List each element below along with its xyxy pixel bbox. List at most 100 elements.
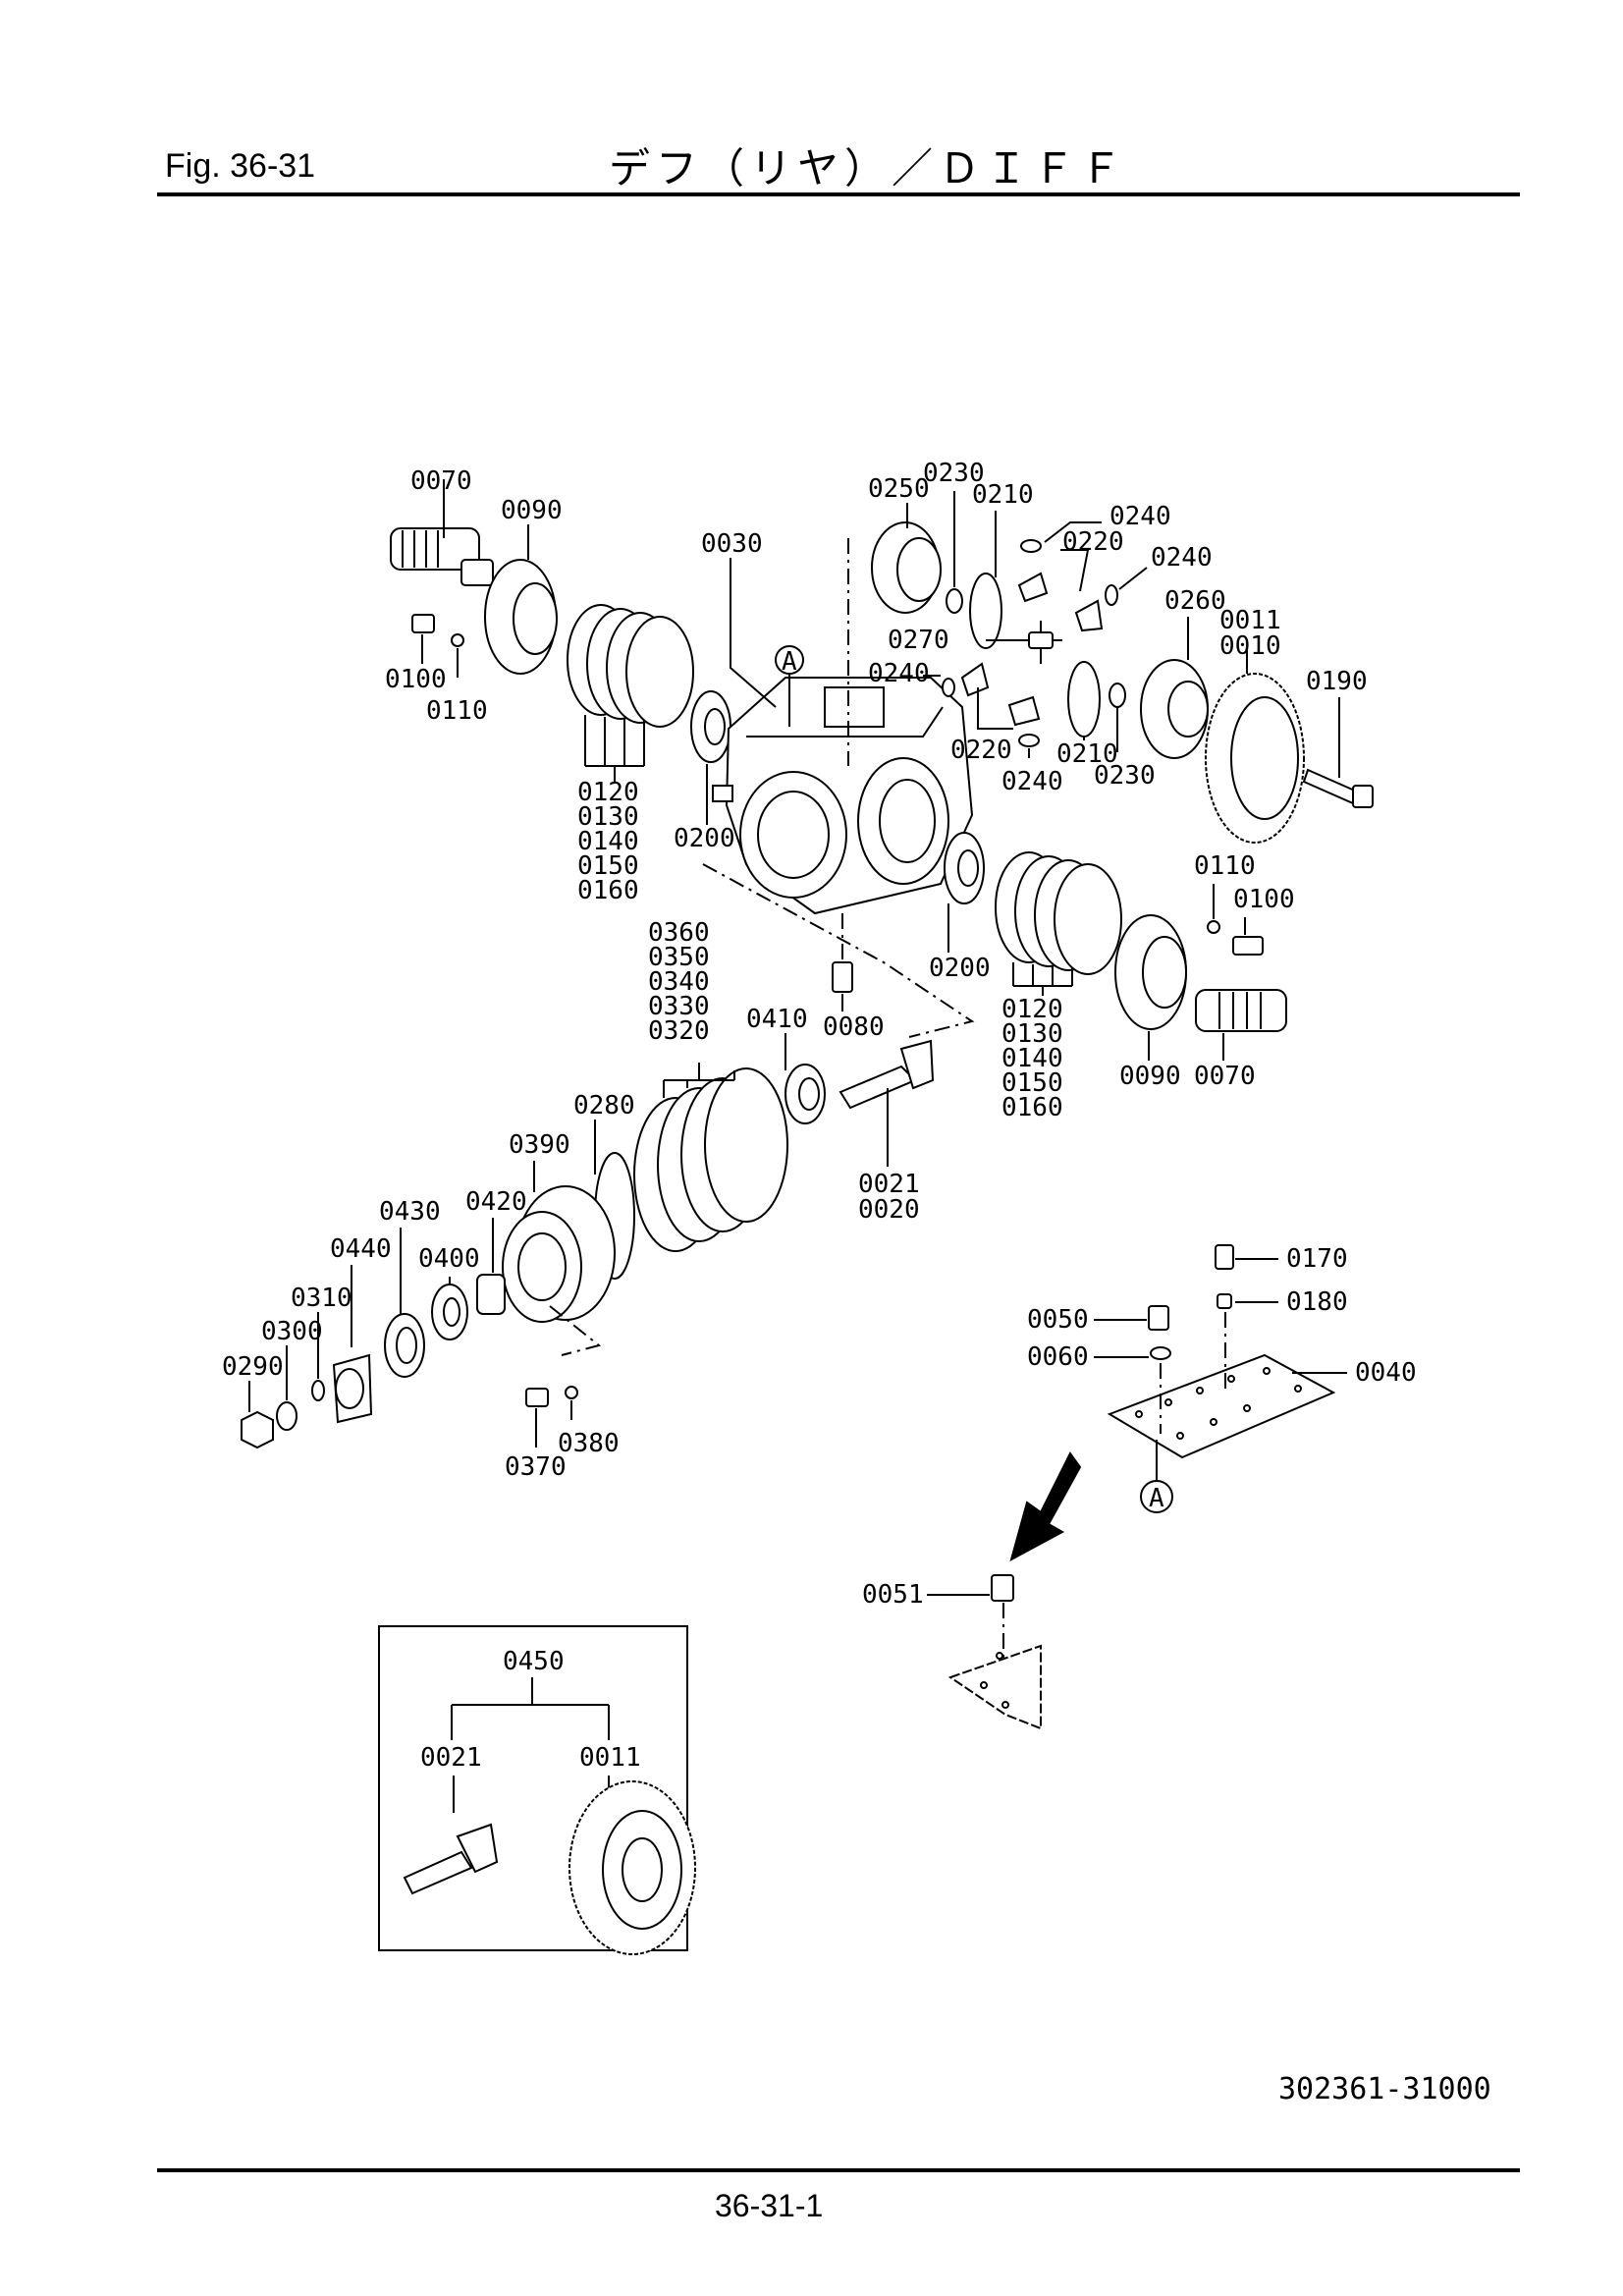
callout-0380: 0380 bbox=[558, 1429, 620, 1458]
diff-housing bbox=[712, 677, 974, 915]
shim-label-0330: 0330 bbox=[648, 992, 710, 1021]
shim-label-0350: 0350 bbox=[648, 943, 710, 972]
callout-0100-right: 0100 bbox=[1233, 885, 1295, 914]
callout-0290: 0290 bbox=[222, 1352, 284, 1382]
shim-label-right-0140: 0140 bbox=[1001, 1044, 1063, 1073]
pinion-collar bbox=[476, 1274, 506, 1315]
cover-bolt bbox=[1148, 1305, 1169, 1331]
axle-shaft-left bbox=[390, 527, 494, 586]
callout-0010: 0010 bbox=[1219, 631, 1281, 661]
callout-0370: 0370 bbox=[505, 1452, 567, 1482]
callout-0021-main: 0021 bbox=[858, 1170, 920, 1199]
drive-pinion bbox=[839, 1039, 935, 1110]
callout-0210-top: 0210 bbox=[972, 480, 1034, 510]
washer-right bbox=[1207, 920, 1220, 934]
bearing-flange-right bbox=[1114, 914, 1187, 1030]
callout-0430: 0430 bbox=[379, 1197, 441, 1227]
reference-a-top-label: A bbox=[782, 647, 797, 677]
callout-0110-left: 0110 bbox=[426, 696, 488, 726]
diff-case-right bbox=[1140, 659, 1209, 759]
side-gear-bottom bbox=[1067, 661, 1101, 738]
callout-0300: 0300 bbox=[261, 1317, 323, 1346]
callout-0310: 0310 bbox=[291, 1284, 352, 1313]
breather bbox=[1215, 1244, 1234, 1270]
shim-label-0320: 0320 bbox=[648, 1016, 710, 1046]
callout-0260: 0260 bbox=[1164, 586, 1226, 616]
pinion-gear-top bbox=[1017, 572, 1049, 603]
page-title: デフ（リヤ）／ＤＩＦＦ bbox=[609, 144, 1128, 192]
callout-0450: 0450 bbox=[503, 1647, 565, 1676]
callout-0210-bottom: 0210 bbox=[1056, 739, 1118, 769]
ring-gear-bolt bbox=[1302, 768, 1359, 805]
footer-rule bbox=[157, 2168, 1520, 2172]
callout-0021-kit: 0021 bbox=[420, 1743, 482, 1773]
shim-label-right-0160: 0160 bbox=[1001, 1093, 1063, 1122]
retainer-washer bbox=[565, 1386, 578, 1399]
callout-0220-bottom: 0220 bbox=[950, 736, 1012, 765]
callout-0440: 0440 bbox=[330, 1234, 392, 1264]
callout-0390: 0390 bbox=[509, 1130, 570, 1160]
callout-0070-right: 0070 bbox=[1194, 1062, 1256, 1091]
bearing-flange-left bbox=[484, 559, 558, 675]
callout-0240-top: 0240 bbox=[1109, 502, 1171, 531]
callout-0240-bottom: 0240 bbox=[1001, 767, 1063, 796]
thrust-washer-bottom bbox=[1109, 683, 1126, 708]
hex-nut bbox=[241, 1410, 274, 1449]
header-rule bbox=[157, 192, 1520, 196]
callout-0400: 0400 bbox=[418, 1244, 480, 1274]
callout-0220-top: 0220 bbox=[1062, 527, 1124, 557]
detail-cover-corner bbox=[947, 1644, 1042, 1730]
callout-0020: 0020 bbox=[858, 1195, 920, 1225]
side-gear-top bbox=[969, 573, 1002, 649]
reference-marker-a-bottom bbox=[1140, 1480, 1173, 1513]
drain-plug bbox=[832, 961, 853, 993]
retainer-bolt bbox=[525, 1388, 549, 1407]
callout-0100-left: 0100 bbox=[385, 665, 447, 694]
pinion-retainer bbox=[502, 1185, 616, 1323]
bolt-left bbox=[411, 614, 435, 633]
axle-shaft-right bbox=[1195, 989, 1287, 1032]
shim-label-0340: 0340 bbox=[648, 967, 710, 997]
shim-stack-pinion bbox=[633, 1067, 788, 1252]
pinion-gear-right bbox=[1074, 599, 1104, 632]
shim-label-0140: 0140 bbox=[577, 827, 639, 856]
pinion-washer-top bbox=[1020, 539, 1042, 553]
diff-case-half bbox=[871, 521, 942, 614]
page-number: 36-31-1 bbox=[715, 2188, 824, 2223]
shim-label-right-0130: 0130 bbox=[1001, 1019, 1063, 1049]
callout-0011-top: 0011 bbox=[1219, 606, 1281, 635]
coupling-flange bbox=[332, 1353, 373, 1424]
pinion-washer-bottom bbox=[1018, 734, 1040, 747]
pinion-washer-right bbox=[1105, 584, 1118, 606]
callout-0040: 0040 bbox=[1355, 1358, 1417, 1388]
detail-bolt bbox=[991, 1574, 1014, 1602]
callout-0170: 0170 bbox=[1286, 1244, 1348, 1274]
plug-small bbox=[1217, 1293, 1232, 1309]
shim-stack-right bbox=[995, 851, 1122, 975]
kit-drive-pinion bbox=[403, 1823, 499, 1895]
callout-0410: 0410 bbox=[746, 1005, 808, 1034]
pinion-gear-bottom bbox=[1007, 695, 1041, 727]
drawing-number: 302361-31000 bbox=[1278, 2072, 1491, 2106]
callout-0230-bottom: 0230 bbox=[1094, 761, 1156, 791]
callout-0070-left: 0070 bbox=[410, 466, 472, 496]
lock-washer bbox=[276, 1401, 298, 1431]
kit-detail-box bbox=[378, 1625, 688, 1951]
thrust-washer-top bbox=[946, 588, 963, 614]
ring-gear bbox=[1205, 673, 1305, 844]
bolt-right bbox=[1232, 936, 1264, 956]
cover-washer bbox=[1150, 1346, 1171, 1360]
reference-a-bottom-label: A bbox=[1149, 1484, 1164, 1513]
shim-label-0360: 0360 bbox=[648, 918, 710, 948]
shim-label-0130: 0130 bbox=[577, 802, 639, 832]
callout-0030: 0030 bbox=[701, 529, 763, 559]
shim-label-0120: 0120 bbox=[577, 778, 639, 807]
callout-0090-left: 0090 bbox=[501, 496, 563, 525]
shim-label-0150: 0150 bbox=[577, 851, 639, 881]
shim-label-0160: 0160 bbox=[577, 876, 639, 905]
callout-0230-top: 0230 bbox=[923, 459, 985, 488]
snap-ring bbox=[311, 1380, 325, 1401]
callout-0060: 0060 bbox=[1027, 1342, 1089, 1372]
